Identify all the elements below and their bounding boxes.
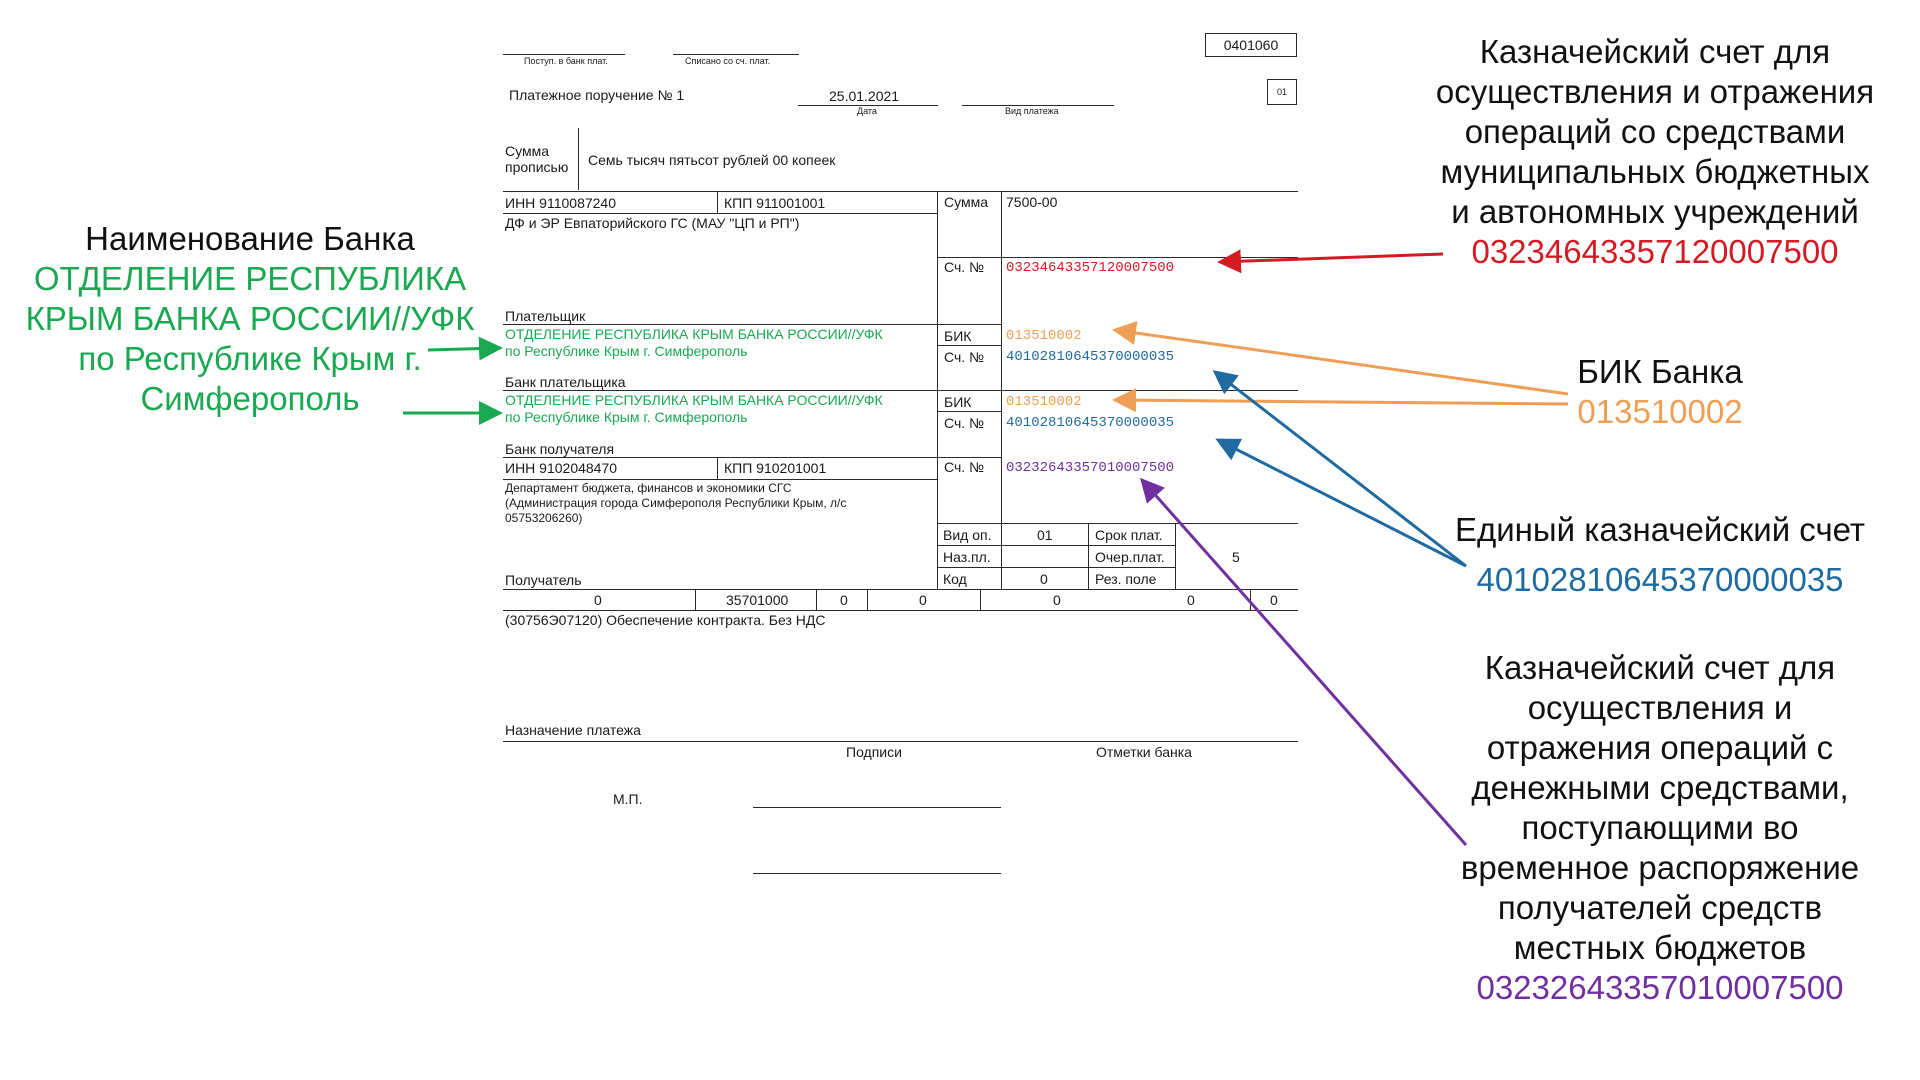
arrow-green-1 — [427, 336, 503, 361]
form-title: Платежное поручение № 1 — [509, 87, 685, 103]
payer-bik: 013510002 — [1006, 328, 1082, 344]
arrow-orange-2 — [1112, 388, 1569, 413]
purpose-label: Назначение платежа — [505, 722, 641, 738]
signature-line-2 — [753, 873, 1001, 874]
signature-line-1 — [753, 807, 1001, 808]
annotation-bank-name-value: ОТДЕЛЕНИЕ РЕСПУБЛИКА КРЫМ БАНКА РОССИИ//… — [25, 260, 475, 417]
form-code: 0401060 — [1223, 37, 1279, 53]
payer-inn: ИНН 9110087240 — [505, 195, 616, 211]
op-type-label: Вид оп. — [943, 527, 992, 543]
tax-field-1: 0 — [594, 592, 602, 608]
tax-field-7: 0 — [1270, 592, 1278, 608]
status-code: 01 — [1276, 87, 1287, 97]
payer-kpp: КПП 911001001 — [724, 195, 826, 211]
annotation-bank-name: Наименование Банка ОТДЕЛЕНИЕ РЕСПУБЛИКА … — [0, 219, 500, 419]
annotation-treasury-budget-value: 03234643357120007500 — [1471, 233, 1839, 270]
stamp-label: М.П. — [613, 791, 643, 807]
amount-words: Семь тысяч пятьсот рублей 00 копеек — [588, 152, 836, 168]
posted-to-bank-label: Поступ. в банк плат. — [524, 56, 608, 66]
form-date: 25.01.2021 — [829, 88, 900, 104]
payer-label: Плательщик — [505, 308, 586, 324]
status-code-box: 01 — [1267, 79, 1297, 105]
annotation-bank-name-title: Наименование Банка — [85, 220, 415, 257]
annotation-bik: БИК Банка 013510002 — [1510, 352, 1810, 432]
annotation-unified-value: 40102810645370000035 — [1476, 561, 1844, 598]
arrow-blue-1 — [1212, 370, 1467, 568]
recipient-kpp: КПП 910201001 — [724, 460, 827, 476]
arrow-red — [1217, 249, 1444, 274]
purpose-text: (30756Э07120) Обеспечение контракта. Без… — [505, 612, 826, 628]
arrow-purple — [1140, 477, 1468, 846]
payer-corr-label: Сч. № — [944, 349, 985, 365]
arrow-orange-1 — [1112, 321, 1569, 396]
sum-label: Сумма — [944, 194, 988, 210]
tax-field-4: 0 — [919, 592, 927, 608]
sum-value: 7500-00 — [1006, 194, 1058, 210]
signatures-label: Подписи — [846, 744, 902, 760]
code-value: 0 — [1040, 571, 1048, 587]
recipient-corr-label: Сч. № — [944, 415, 985, 431]
code-label: Код — [943, 571, 967, 587]
recipient-account-label: Сч. № — [944, 459, 985, 475]
date-label: Дата — [857, 106, 877, 116]
recipient-bik: 013510002 — [1006, 394, 1082, 410]
annotation-bik-value: 013510002 — [1577, 393, 1743, 430]
recipient-bik-label: БИК — [944, 394, 972, 410]
payer-account-label: Сч. № — [944, 259, 985, 275]
recipient-bank-label: Банк получателя — [505, 441, 615, 457]
annotation-treasury-temp: Казначейский счет для осуществления и от… — [1400, 648, 1920, 1008]
recipient-bank-name: ОТДЕЛЕНИЕ РЕСПУБЛИКА КРЫМ БАНКА РОССИИ//… — [505, 392, 883, 425]
recipient-account: 03232643357010007500 — [1006, 460, 1175, 476]
amount-words-label: Сумма прописью — [505, 143, 569, 175]
debited-label: Списано со сч. плат. — [685, 56, 771, 66]
tax-field-6: 0 — [1187, 592, 1195, 608]
priority-value: 5 — [1232, 549, 1240, 565]
annotation-unified: Единый казначейский счет 401028106453700… — [1440, 510, 1880, 600]
payer-account: 03234643357120007500 — [1006, 260, 1175, 276]
arrow-blue-2 — [1215, 438, 1467, 568]
tax-field-5: 0 — [1053, 592, 1061, 608]
tax-field-2: 35701000 — [726, 592, 789, 608]
term-label: Срок плат. — [1095, 527, 1163, 543]
reserve-label: Рез. поле — [1095, 571, 1157, 587]
annotation-treasury-temp-value: 03232643357010007500 — [1476, 969, 1844, 1006]
form-code-box: 0401060 — [1205, 33, 1297, 57]
bank-marks-label: Отметки банка — [1096, 744, 1192, 760]
payer-corr-account: 40102810645370000035 — [1006, 349, 1175, 365]
payer-name: ДФ и ЭР Евпаторийского ГС (МАУ "ЦП и РП"… — [505, 215, 800, 231]
annotation-treasury-budget: Казначейский счет для осуществления и от… — [1395, 32, 1915, 272]
payer-bank-label: Банк плательщика — [505, 374, 626, 390]
purpose-code-label: Наз.пл. — [943, 549, 991, 565]
payer-bik-label: БИК — [944, 328, 972, 344]
tax-field-3: 0 — [840, 592, 848, 608]
priority-label: Очер.плат. — [1095, 549, 1165, 565]
payment-type-label: Вид платежа — [1005, 106, 1059, 116]
recipient-label: Получатель — [505, 572, 582, 588]
recipient-corr-account: 40102810645370000035 — [1006, 415, 1175, 431]
recipient-inn: ИНН 9102048470 — [505, 460, 618, 476]
payer-bank-name: ОТДЕЛЕНИЕ РЕСПУБЛИКА КРЫМ БАНКА РОССИИ//… — [505, 326, 883, 359]
op-type-value: 01 — [1037, 527, 1053, 543]
recipient-name: Департамент бюджета, финансов и экономик… — [505, 481, 847, 525]
